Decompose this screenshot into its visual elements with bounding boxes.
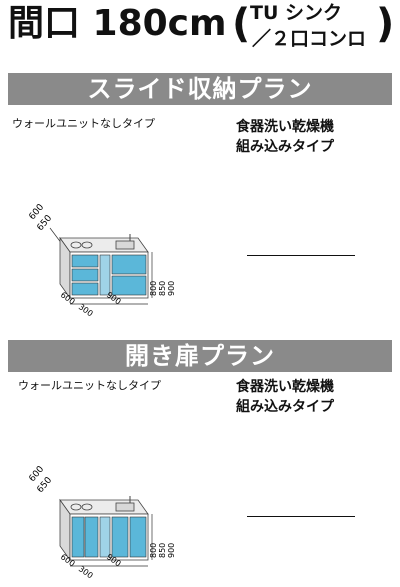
title-sub-line1: TU シンク <box>250 2 343 24</box>
section-right-label-line2: 組み込みタイプ <box>236 139 334 155</box>
dim-height-800: 800 <box>149 281 158 296</box>
dim-height-850: 850 <box>158 543 167 558</box>
dim-height-850: 850 <box>158 281 167 296</box>
dim-width-300: 300 <box>77 564 95 580</box>
dim-height-900: 900 <box>167 543 176 558</box>
title-open-paren: ( <box>232 1 251 47</box>
dim-width-300: 300 <box>77 302 95 318</box>
drawer <box>111 254 147 275</box>
burner-icon <box>70 241 82 249</box>
drawer <box>111 275 147 296</box>
title-close-paren: ) <box>376 1 395 47</box>
section-left-label: ウォールユニットなしタイプ <box>12 117 155 130</box>
dishwasher <box>99 254 111 296</box>
divider-line <box>247 255 355 256</box>
dim-height-800: 800 <box>149 543 158 558</box>
section-banner-slide: スライド収納プラン <box>8 73 392 105</box>
drawer <box>71 254 99 268</box>
page-title: 間口 180cm <box>8 3 227 44</box>
section-right-label-line1: 食器洗い乾燥機 <box>236 379 334 395</box>
countertop <box>59 237 149 253</box>
section-right-label-line1: 食器洗い乾燥機 <box>236 119 334 135</box>
section-left-label: ウォールユニットなしタイプ <box>18 379 161 392</box>
drawer <box>71 268 99 282</box>
door <box>71 516 85 558</box>
burner-icon <box>70 503 82 511</box>
sink-icon <box>115 502 135 512</box>
section-banner-hinged: 開き扉プラン <box>8 340 392 372</box>
section-right-label-line2: 組み込みタイプ <box>236 399 334 415</box>
burner-icon <box>81 503 93 511</box>
divider-line <box>247 516 355 517</box>
dim-height-900: 900 <box>167 281 176 296</box>
countertop <box>59 499 149 515</box>
door <box>129 516 147 558</box>
door <box>84 516 99 558</box>
kitchen-diagram-slide: 600 650 800 850 900 600 900 300 <box>27 202 176 318</box>
sink-icon <box>115 240 135 250</box>
kitchen-diagram-hinged: 600 650 800 850 900 600 900 300 <box>27 464 176 580</box>
title-sub-line2: ／２口コンロ <box>252 28 367 50</box>
drawer <box>71 282 99 296</box>
door <box>111 516 129 558</box>
dishwasher <box>99 516 111 558</box>
burner-icon <box>81 241 93 249</box>
